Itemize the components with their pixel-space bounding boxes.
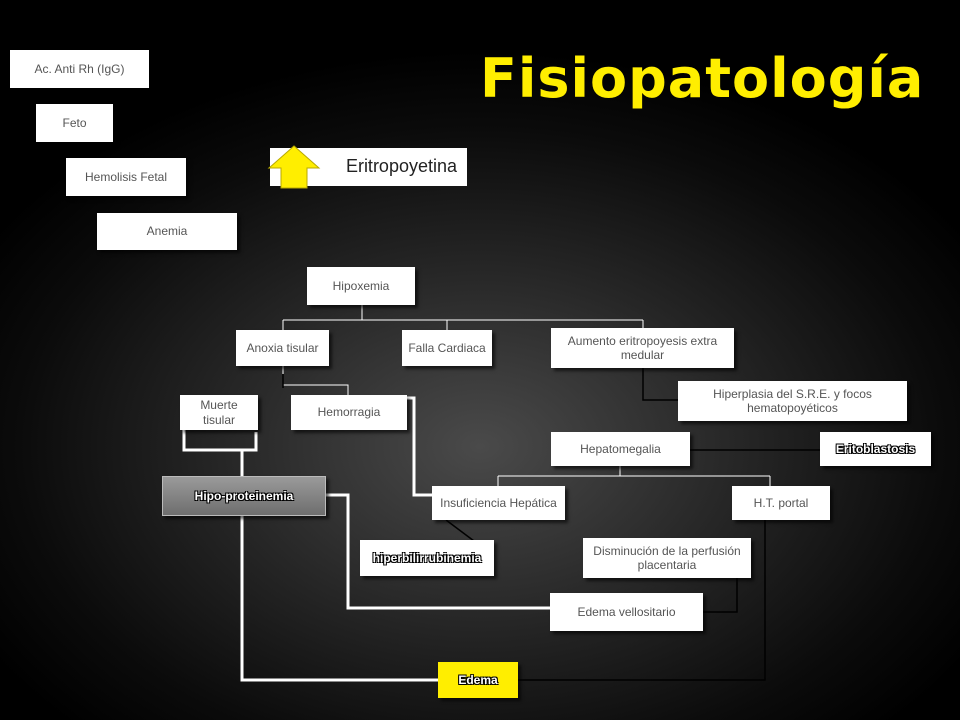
hipo-proteinemia-label: Hipo-proteinemia	[194, 489, 294, 503]
step-feto: Feto	[36, 104, 113, 142]
hiperbilirrubinemia-label: hiperbilirrubinemia	[372, 551, 482, 565]
eritoblastosis-label: Eritoblastosis	[835, 442, 916, 456]
node-hepatomegalia: Hepatomegalia	[551, 432, 690, 466]
node-insuficiencia-hepatica: Insuficiencia Hepática	[432, 486, 565, 520]
node-ht-portal: H.T. portal	[732, 486, 830, 520]
node-hiperplasia: Hiperplasia del S.R.E. y focos hematopoy…	[678, 381, 907, 421]
node-hipoxemia: Hipoxemia	[307, 267, 415, 305]
slide-title: Fisiopatología	[480, 47, 925, 110]
step-hemolisis-fetal: Hemolisis Fetal	[66, 158, 186, 196]
node-aumento-eritropoyesis: Aumento eritropoyesis extra medular	[551, 328, 734, 368]
eritropoyetina-box: Eritropoyetina	[270, 148, 467, 186]
node-falla-cardiaca: Falla Cardiaca	[402, 330, 492, 366]
step-ac-anti-rh: Ac. Anti Rh (IgG)	[10, 50, 149, 88]
node-hemorragia: Hemorragia	[291, 395, 407, 430]
node-edema-vellositario: Edema vellositario	[550, 593, 703, 631]
node-hiperbilirrubinemia: hiperbilirrubinemia	[360, 540, 494, 576]
edema-label: Edema	[458, 673, 498, 687]
node-eritoblastosis: Eritoblastosis	[820, 432, 931, 466]
node-anoxia-tisular: Anoxia tisular	[236, 330, 329, 366]
node-hipo-proteinemia: Hipo-proteinemia	[162, 476, 326, 516]
node-edema: Edema	[438, 662, 518, 698]
node-disminucion-perfusion: Disminución de la perfusión placentaria	[583, 538, 751, 578]
node-muerte-tisular: Muerte tisular	[180, 395, 258, 430]
step-anemia: Anemia	[97, 213, 237, 250]
